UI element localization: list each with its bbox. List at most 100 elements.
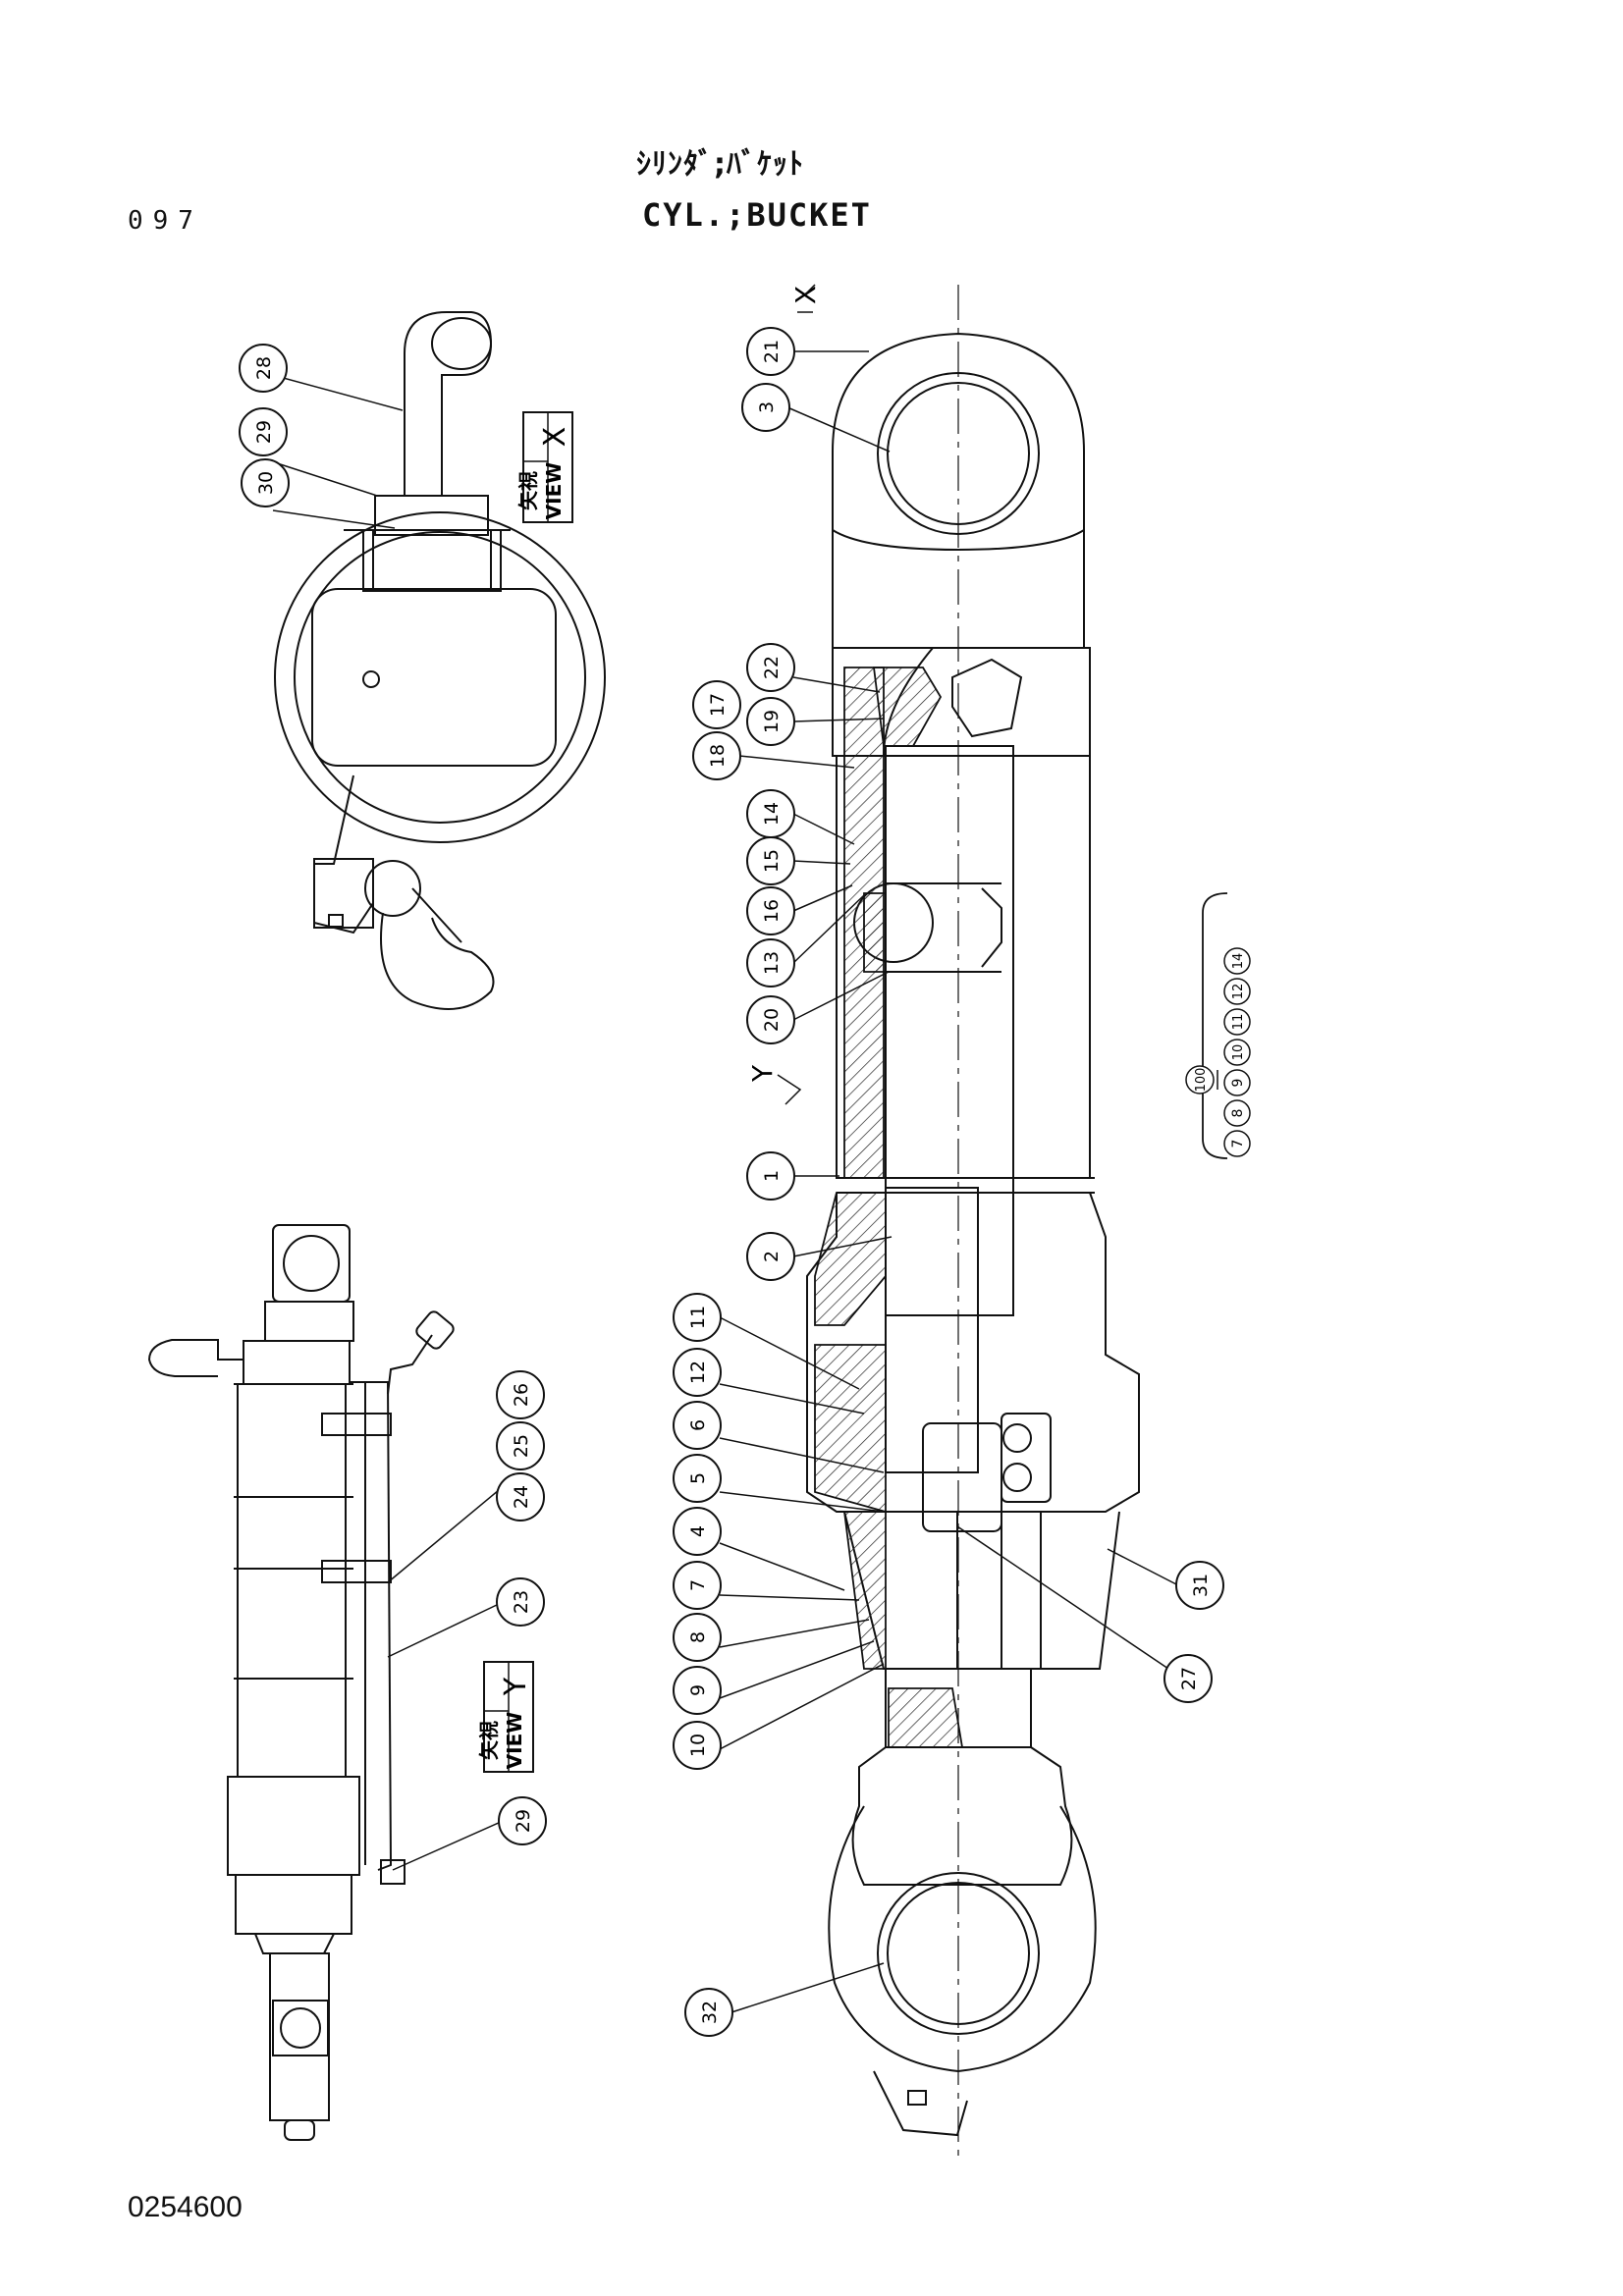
svg-text:12: 12 — [687, 1361, 709, 1384]
callout-29b: 29 — [498, 1796, 547, 1845]
svg-text:矢視: 矢視 — [516, 471, 540, 510]
svg-text:9: 9 — [1230, 1079, 1246, 1088]
drawing-number: 0254600 — [128, 2191, 243, 2223]
svg-text:18: 18 — [707, 744, 729, 768]
svg-text:8: 8 — [687, 1631, 709, 1643]
svg-text:3: 3 — [756, 401, 778, 413]
kit-part-14: 14 — [1223, 947, 1251, 975]
callout-4: 4 — [673, 1507, 722, 1556]
kit-part-8: 8 — [1223, 1099, 1251, 1127]
callout-19: 19 — [746, 697, 795, 746]
callout-6: 6 — [673, 1401, 722, 1450]
svg-text:19: 19 — [761, 710, 783, 733]
callout-20: 20 — [746, 995, 795, 1044]
callout-10: 10 — [673, 1721, 722, 1770]
callout-3: 3 — [741, 383, 790, 432]
kit-part-12: 12 — [1223, 978, 1251, 1005]
callout-23: 23 — [496, 1577, 545, 1627]
seal-kit-group: 100 7 8 9 10 11 12 14 — [1185, 892, 1251, 1159]
view-y-drawing — [147, 1224, 455, 2141]
svg-text:7: 7 — [1230, 1140, 1246, 1148]
callout-31: 31 — [1175, 1561, 1224, 1610]
callout-2: 2 — [746, 1232, 795, 1281]
callout-32: 32 — [684, 1988, 733, 2037]
callout-29: 29 — [239, 407, 288, 456]
callout-5: 5 — [673, 1454, 722, 1503]
svg-text:12: 12 — [1231, 984, 1246, 1000]
kit-number: 100 — [1185, 1065, 1215, 1095]
callout-25: 25 — [496, 1421, 545, 1470]
svg-text:1: 1 — [761, 1170, 783, 1182]
hatched-sections — [814, 667, 964, 1748]
callout-1: 1 — [746, 1151, 795, 1201]
svg-text:32: 32 — [699, 2001, 721, 2024]
page-number: 097 — [128, 206, 203, 236]
callout-18: 18 — [692, 731, 741, 780]
callout-13: 13 — [746, 938, 795, 988]
svg-text:27: 27 — [1178, 1667, 1200, 1690]
svg-text:10: 10 — [687, 1734, 709, 1757]
view-x-drawing — [274, 311, 606, 1010]
callout-16: 16 — [746, 886, 795, 935]
svg-text:Y: Y — [746, 1064, 779, 1083]
svg-text:25: 25 — [511, 1434, 532, 1458]
kit-part-9: 9 — [1223, 1069, 1251, 1096]
kit-part-7: 7 — [1223, 1130, 1251, 1157]
callout-8: 8 — [673, 1613, 722, 1662]
svg-text:22: 22 — [761, 656, 783, 679]
svg-text:矢視: 矢視 — [477, 1721, 501, 1760]
svg-text:Y: Y — [499, 1677, 533, 1696]
svg-text:20: 20 — [761, 1008, 783, 1032]
svg-text:14: 14 — [761, 802, 783, 826]
callout-7: 7 — [673, 1561, 722, 1610]
kit-part-10: 10 — [1223, 1039, 1251, 1066]
callout-26: 26 — [496, 1370, 545, 1419]
kit-part-11: 11 — [1223, 1008, 1251, 1036]
callout-14: 14 — [746, 789, 795, 838]
svg-text:VIEW: VIEW — [542, 462, 566, 520]
svg-text:29: 29 — [253, 420, 275, 444]
svg-text:26: 26 — [511, 1383, 532, 1407]
callout-28: 28 — [239, 344, 288, 393]
svg-text:17: 17 — [707, 693, 729, 717]
svg-text:28: 28 — [253, 356, 275, 380]
callout-17: 17 — [692, 680, 741, 729]
callout-22: 22 — [746, 643, 795, 692]
callout-21: 21 — [746, 327, 795, 376]
title-english: CYL.;BUCKET — [642, 196, 872, 234]
svg-text:13: 13 — [761, 951, 783, 975]
svg-text:15: 15 — [761, 849, 783, 873]
title-japanese: ｼﾘﾝﾀﾞ;ﾊﾞｹｯﾄ — [636, 147, 804, 182]
callout-27: 27 — [1163, 1654, 1213, 1703]
section-marker-x: X — [789, 284, 822, 313]
view-y-label: 矢視 VIEW Y — [477, 1661, 534, 1773]
section-marker-y: Y — [746, 1064, 802, 1105]
svg-text:10: 10 — [1231, 1044, 1246, 1061]
svg-text:21: 21 — [761, 340, 783, 363]
svg-text:100: 100 — [1194, 1068, 1209, 1093]
svg-text:5: 5 — [687, 1472, 709, 1484]
svg-text:11: 11 — [687, 1306, 709, 1329]
svg-text:16: 16 — [761, 899, 783, 923]
callout-12: 12 — [673, 1348, 722, 1397]
svg-text:30: 30 — [255, 471, 277, 495]
svg-text:8: 8 — [1230, 1109, 1246, 1118]
svg-text:24: 24 — [511, 1485, 532, 1509]
callout-9: 9 — [673, 1666, 722, 1715]
callout-30: 30 — [241, 458, 290, 507]
svg-text:31: 31 — [1190, 1574, 1212, 1597]
svg-text:VIEW: VIEW — [503, 1712, 526, 1770]
svg-text:7: 7 — [687, 1579, 709, 1591]
svg-text:9: 9 — [687, 1684, 709, 1696]
svg-text:11: 11 — [1231, 1014, 1246, 1031]
svg-text:6: 6 — [687, 1419, 709, 1431]
svg-text:X: X — [538, 427, 572, 448]
view-x-label: 矢視 VIEW X — [516, 411, 573, 523]
svg-text:14: 14 — [1231, 953, 1246, 970]
svg-text:29: 29 — [513, 1809, 534, 1833]
callout-11: 11 — [673, 1293, 722, 1342]
callout-24: 24 — [496, 1472, 545, 1522]
svg-text:2: 2 — [761, 1251, 783, 1262]
svg-text:4: 4 — [687, 1525, 709, 1537]
